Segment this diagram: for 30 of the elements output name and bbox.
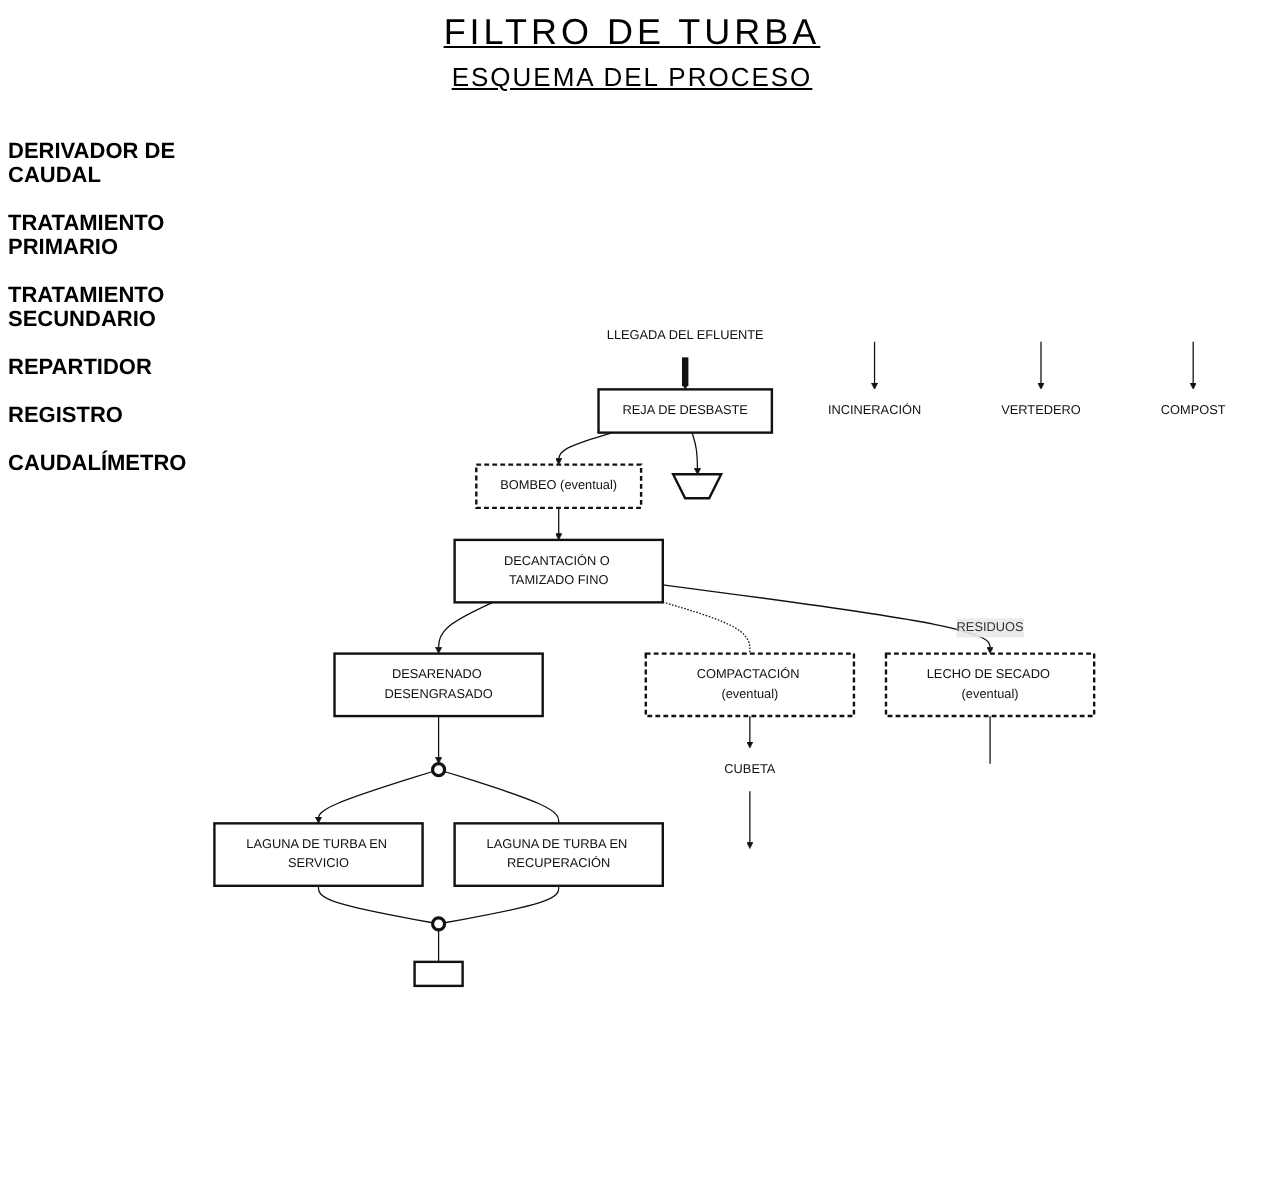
arrow xyxy=(871,341,879,390)
arrow xyxy=(746,790,754,849)
connector xyxy=(317,885,434,924)
node-bin xyxy=(671,473,724,500)
connector xyxy=(437,929,440,963)
stage-label: REGISTRO xyxy=(8,404,125,428)
stage-label: CAUDALÍMETRO xyxy=(8,452,189,476)
connector xyxy=(662,601,751,655)
arrow xyxy=(435,601,494,654)
arrow xyxy=(691,431,701,475)
arrow xyxy=(435,715,443,764)
node-circle xyxy=(431,916,447,932)
stage-label: TRATAMIENTO SECUNDARIO xyxy=(8,284,167,332)
diagram-title: FILTRO DE TURBA xyxy=(443,12,821,54)
connector xyxy=(443,885,560,924)
stage-label: DERIVADOR DE CAUDAL xyxy=(8,140,178,188)
node-box xyxy=(413,960,464,988)
connector xyxy=(989,715,991,765)
arrow xyxy=(314,770,434,824)
subtitle: ESQUEMA DEL PROCESO xyxy=(451,62,813,92)
arrow xyxy=(746,715,754,749)
stage-label: TRATAMIENTO PRIMARIO xyxy=(8,212,167,260)
stage-label: REPARTIDOR xyxy=(8,356,154,380)
arrow xyxy=(1189,341,1197,390)
arrow xyxy=(681,356,689,390)
node-circle xyxy=(431,762,447,778)
arrow xyxy=(662,584,994,654)
arrow xyxy=(555,507,563,541)
arrow xyxy=(1037,341,1045,390)
connector xyxy=(443,770,560,824)
